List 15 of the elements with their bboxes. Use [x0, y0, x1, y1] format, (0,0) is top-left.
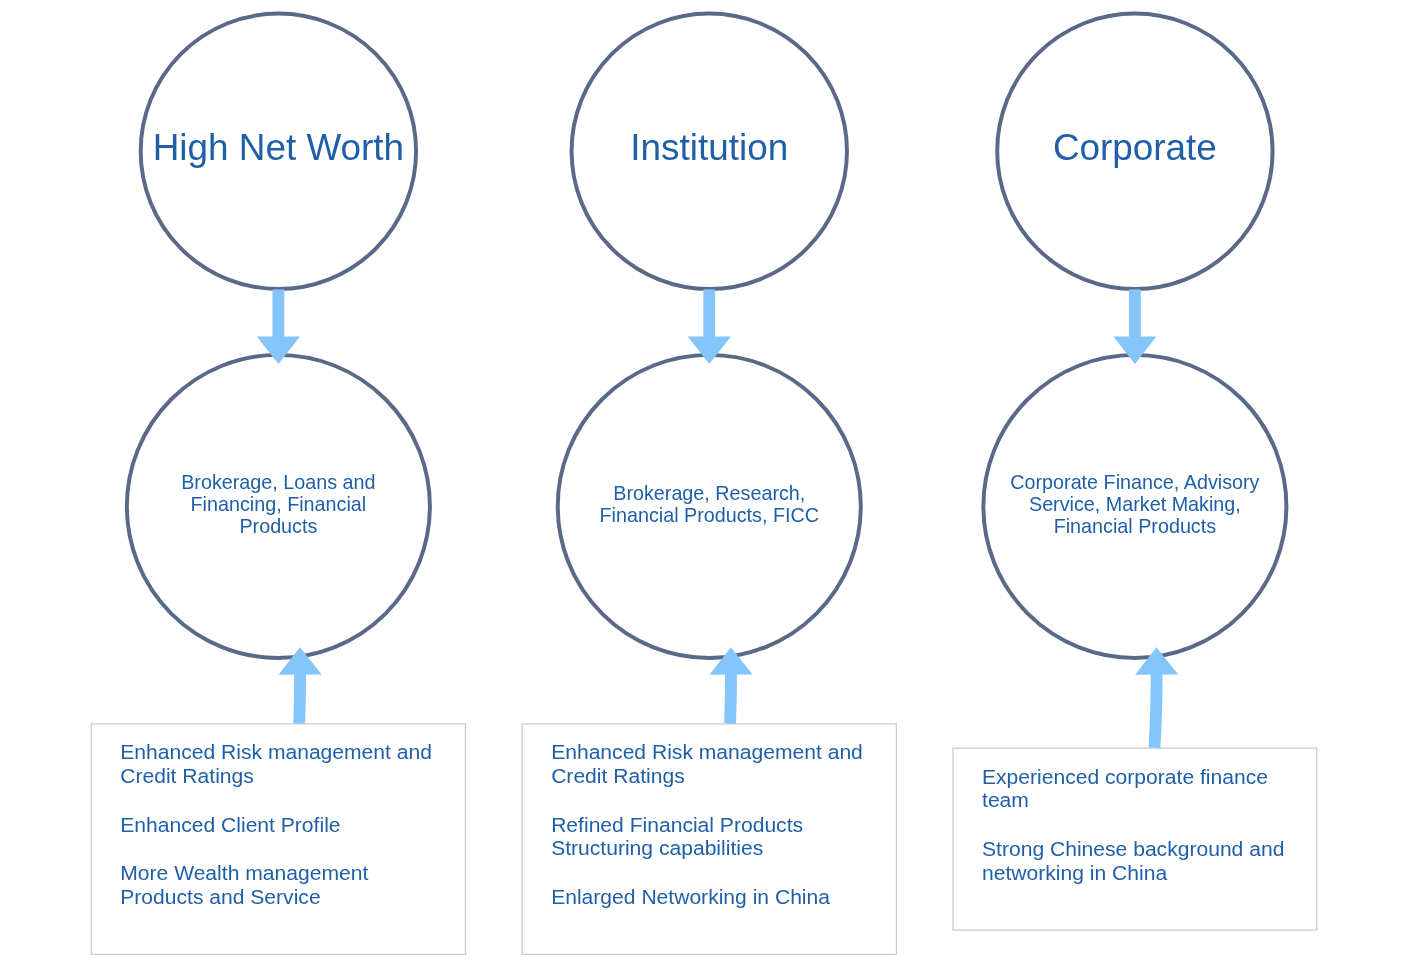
node-box: Enhanced Risk management and Credit Ratings Refined Financial Products Structuring capabilities Enlarged Networking in China: [521, 723, 898, 956]
arrow: [709, 647, 753, 724]
node-circle: Brokerage, Research, Financial Products, FICC: [555, 352, 863, 660]
arrow: [1113, 289, 1157, 364]
node-box: Enhanced Risk management and Credit Ratings Enhanced Client Profile More Wealth management Products and Service: [90, 723, 467, 956]
node-circle: Institution: [569, 11, 849, 291]
node-circle: High Net Worth: [138, 11, 419, 291]
arrow: [278, 647, 322, 724]
arrow: [687, 289, 731, 364]
node-circle: Corporate: [995, 11, 1275, 291]
arrow: [256, 289, 300, 364]
node-circle: Brokerage, Loans and Financing, Financial Products: [124, 352, 432, 660]
node-circle: Corporate Finance, Advisory Service, Market Making, Financial Products: [981, 352, 1289, 660]
node-box: Experienced corporate finance team Strong Chinese background and networking in China: [952, 747, 1318, 931]
arrow: [1135, 647, 1179, 749]
